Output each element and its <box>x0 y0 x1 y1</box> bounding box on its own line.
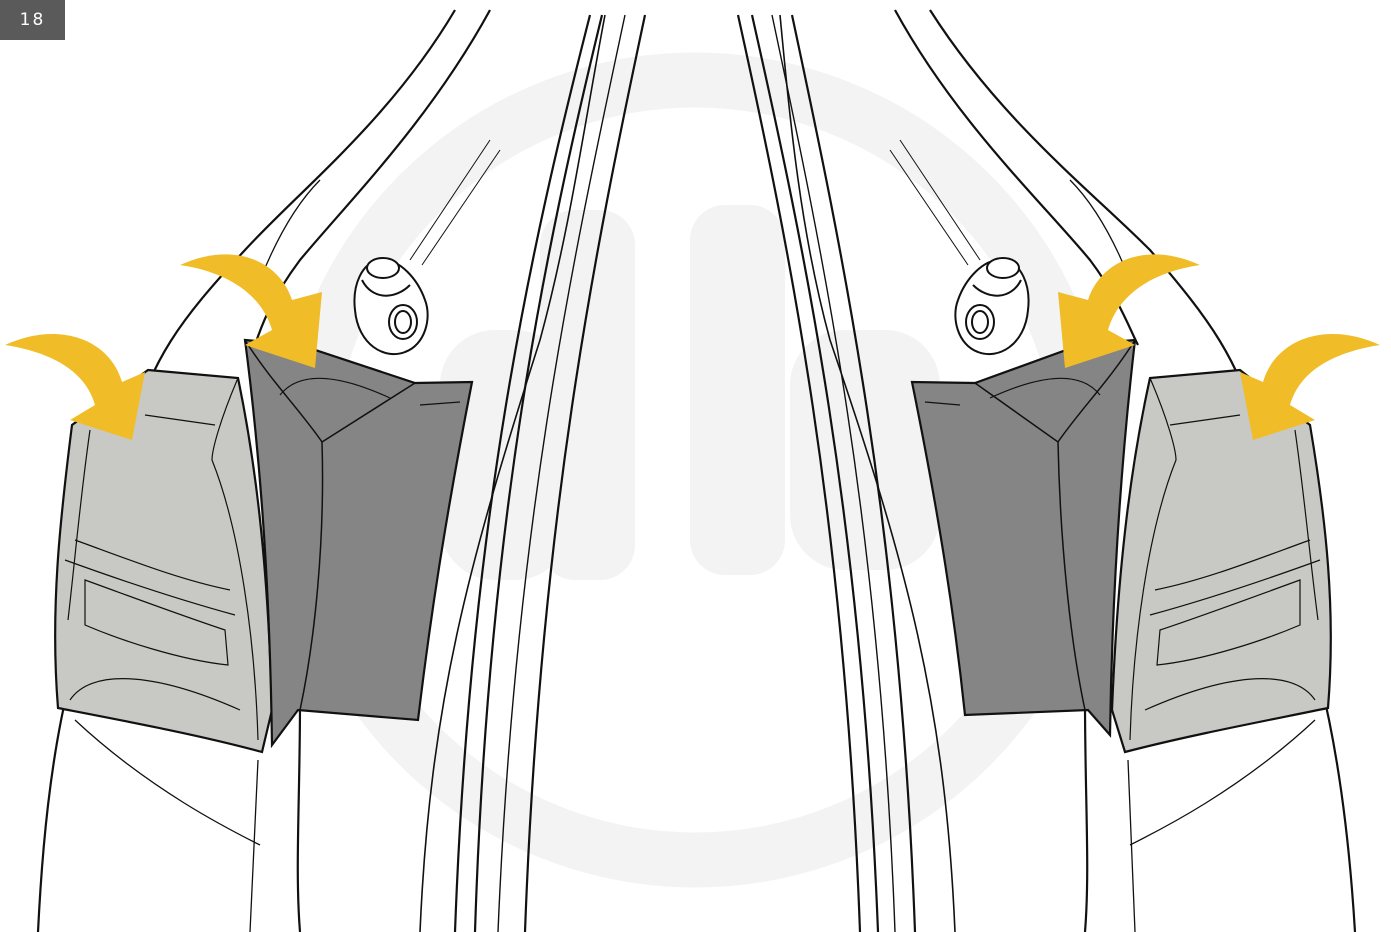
step-number: 18 <box>20 10 46 30</box>
right-bolt-knob <box>955 258 1028 354</box>
right-inner-pad <box>912 340 1135 735</box>
left-bolt-knob <box>354 258 427 354</box>
left-inner-pad <box>245 340 472 745</box>
left-outer-pad <box>55 370 272 752</box>
step-number-badge: 18 <box>0 0 65 40</box>
right-outer-pad <box>1112 370 1331 752</box>
